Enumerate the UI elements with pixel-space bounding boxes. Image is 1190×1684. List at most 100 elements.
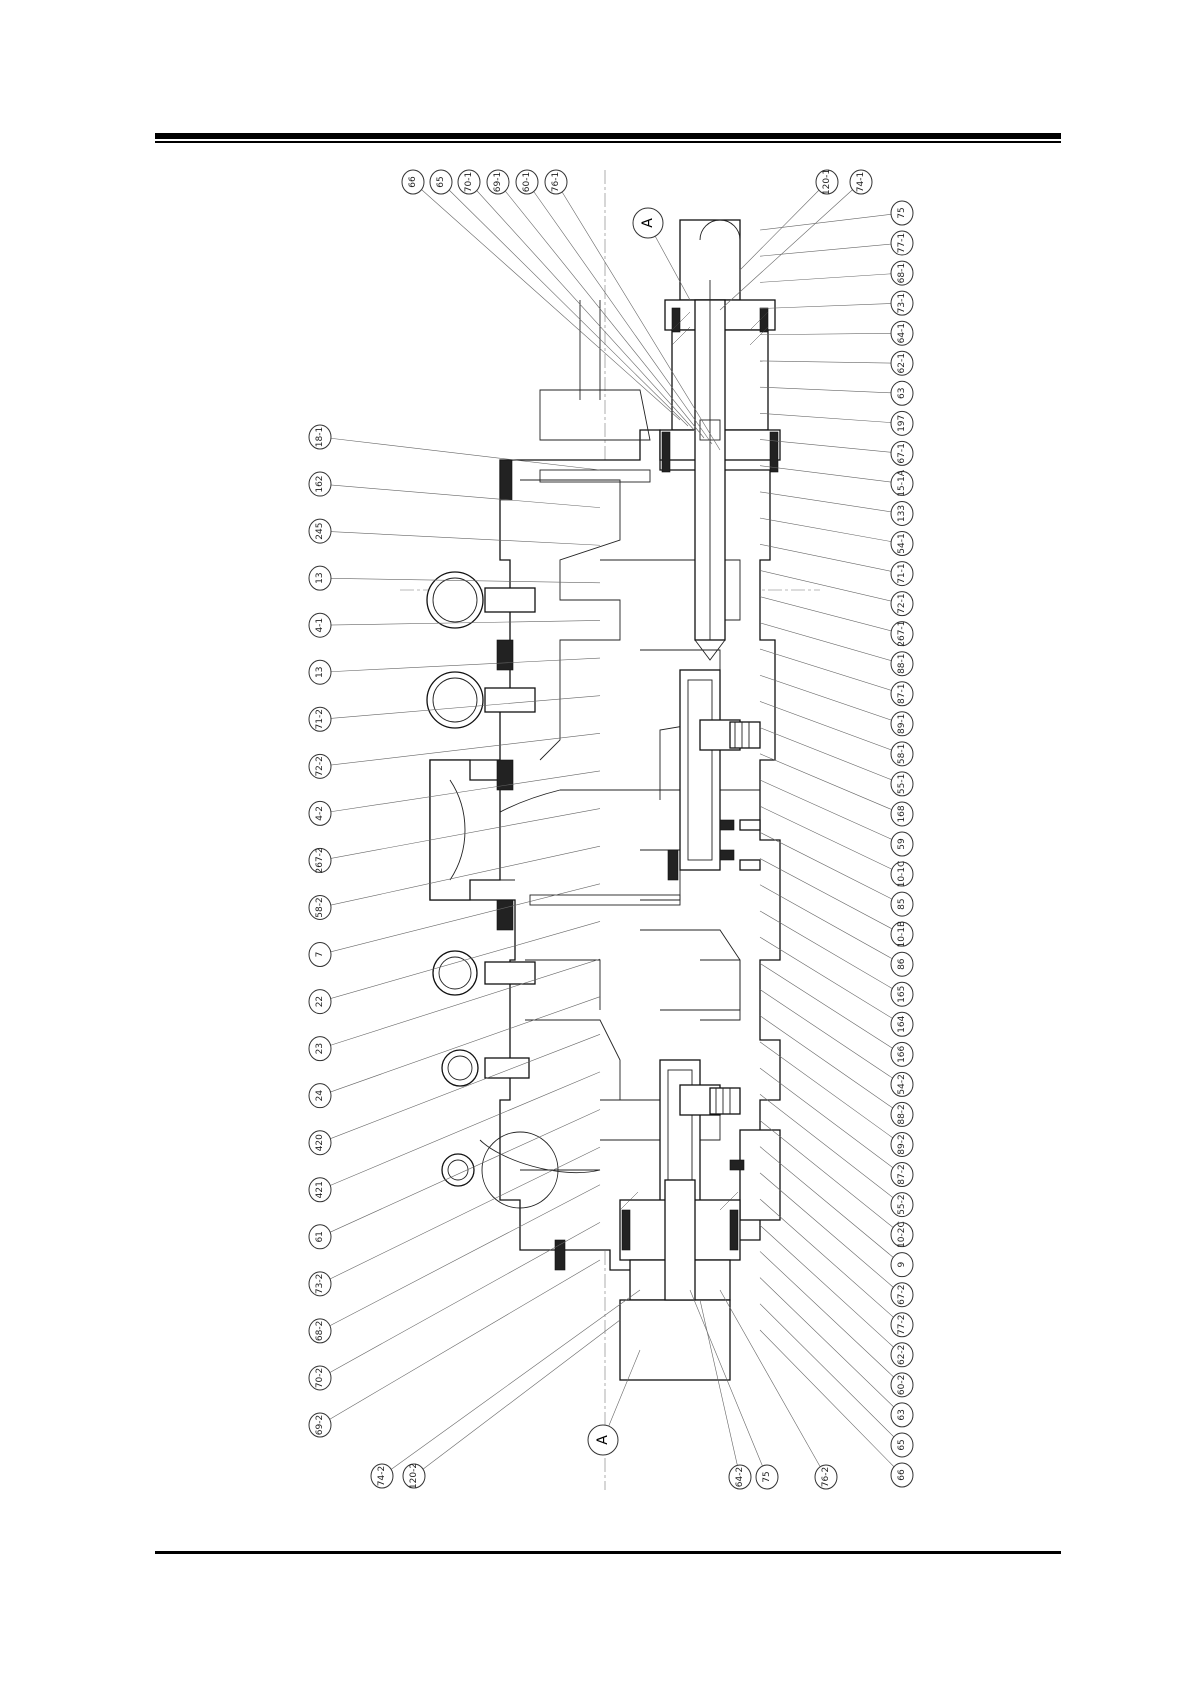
callout-label: 73-1 <box>897 293 907 313</box>
callout-61: 61 <box>308 1224 332 1250</box>
callout-75: 75 <box>890 200 914 226</box>
callout-label: 77-2 <box>897 1315 907 1335</box>
callout-label: 166 <box>897 1045 907 1062</box>
callout-label: 120-1 <box>822 169 832 195</box>
callout-label: 85 <box>897 898 907 909</box>
callout-59: 59 <box>890 831 914 857</box>
callout-420: 420 <box>308 1130 332 1156</box>
callout-label: 13 <box>315 667 325 678</box>
callout-69-1: 69-1 <box>486 169 510 195</box>
callout-label: 74-2 <box>377 1466 387 1486</box>
callout-label: 75 <box>762 1471 772 1482</box>
callout-63: 63 <box>890 1402 914 1428</box>
callout-label: 66 <box>897 1469 907 1481</box>
callout-label: 120-2 <box>409 1463 419 1489</box>
callout-15-1A: 15-1A <box>890 469 914 497</box>
callout-10-2C: 10-2C <box>890 1221 914 1248</box>
callout-label: 87-2 <box>897 1164 907 1184</box>
inlet-flange <box>429 759 501 901</box>
callout-68-1: 68-1 <box>890 260 914 286</box>
callout-23: 23 <box>308 1036 332 1062</box>
callout-75: 75 <box>755 1464 779 1490</box>
callout-label: 69-2 <box>315 1415 325 1435</box>
callout-label: 70-2 <box>315 1368 325 1388</box>
callout-88-1: 88-1 <box>890 651 914 677</box>
callout-73-2: 73-2 <box>308 1271 332 1297</box>
callout-421: 421 <box>308 1177 332 1203</box>
callout-76-1: 76-1 <box>544 169 568 195</box>
callout-label: 86 <box>897 958 907 970</box>
callout-label: 197 <box>897 415 907 432</box>
callout-label: 62-1 <box>897 353 907 373</box>
callout-67-1: 67-1 <box>890 440 914 466</box>
callout-label: 62-2 <box>897 1345 907 1365</box>
callout-63: 63 <box>890 380 914 406</box>
callout-55-2: 55-2 <box>890 1192 914 1218</box>
callout-label: 75 <box>897 207 907 218</box>
callout-label: 420 <box>315 1134 325 1151</box>
callout-64-2: 64-2 <box>728 1464 752 1490</box>
callout-label: 77-1 <box>897 233 907 253</box>
callout-64-1: 64-1 <box>890 320 914 346</box>
callout-72-1: 72-1 <box>890 591 914 617</box>
callout-label: 66 <box>408 176 418 188</box>
hatching <box>619 311 769 1211</box>
callout-label: 68-1 <box>897 263 907 283</box>
callout-76-2: 76-2 <box>814 1464 838 1490</box>
callout-72-2: 72-2 <box>308 753 332 779</box>
callout-label: 89-1 <box>897 714 907 734</box>
callout-77-1: 77-1 <box>890 230 914 256</box>
callout-label: 63 <box>897 388 907 399</box>
callout-label: 267-1 <box>897 621 907 647</box>
callout-22: 22 <box>308 989 332 1015</box>
callout-label: 65 <box>897 1439 907 1450</box>
callout-label: 76-1 <box>551 172 561 192</box>
header-rule <box>155 133 1061 139</box>
callout-label: 23 <box>315 1043 325 1054</box>
callout-label: 72-1 <box>897 593 907 613</box>
section-mark-a: A <box>587 1424 619 1456</box>
callout-label: 87-1 <box>897 684 907 704</box>
spool-1 <box>667 669 761 881</box>
callout-label: 58-1 <box>897 744 907 764</box>
callout-9: 9 <box>890 1252 914 1278</box>
callout-58-1: 58-1 <box>890 741 914 767</box>
callout-label: 15-1A <box>897 469 907 496</box>
callout-267-2: 267-2 <box>308 847 332 874</box>
footer-rule <box>155 1551 1061 1554</box>
callout-66: 66 <box>890 1462 914 1488</box>
callout-13: 13 <box>308 659 332 685</box>
callout-85: 85 <box>890 891 914 917</box>
callout-89-1: 89-1 <box>890 711 914 737</box>
callout-88-2: 88-2 <box>890 1101 914 1127</box>
callout-label: 421 <box>315 1181 325 1198</box>
callout-label: 59 <box>897 838 907 850</box>
callout-label: 54-1 <box>897 533 907 553</box>
callout-10-1B: 10-1B <box>890 921 914 947</box>
callout-label: 74-1 <box>856 172 866 192</box>
callout-label: 68-2 <box>315 1321 325 1341</box>
callout-60-1: 60-1 <box>515 169 539 195</box>
callout-133: 133 <box>890 500 914 526</box>
callout-label: 72-2 <box>315 756 325 776</box>
callout-label: 4-2 <box>315 806 325 821</box>
callout-168: 168 <box>890 801 914 827</box>
upper-actuator <box>659 219 781 661</box>
callout-label: 69-1 <box>493 172 503 192</box>
callout-label: 88-2 <box>897 1104 907 1124</box>
callout-197: 197 <box>890 410 914 436</box>
callout-label: 22 <box>315 996 325 1007</box>
callout-67-2: 67-2 <box>890 1282 914 1308</box>
callout-18-1: 18-1 <box>308 424 332 450</box>
callout-87-2: 87-2 <box>890 1162 914 1188</box>
callout-54-1: 54-1 <box>890 531 914 557</box>
callout-77-2: 77-2 <box>890 1312 914 1338</box>
lower-actuator <box>619 1179 741 1381</box>
section-mark-label: A <box>595 1435 611 1445</box>
callout-65: 65 <box>890 1432 914 1458</box>
callout-label: 60-2 <box>897 1375 907 1395</box>
callout-label: 73-2 <box>315 1274 325 1294</box>
